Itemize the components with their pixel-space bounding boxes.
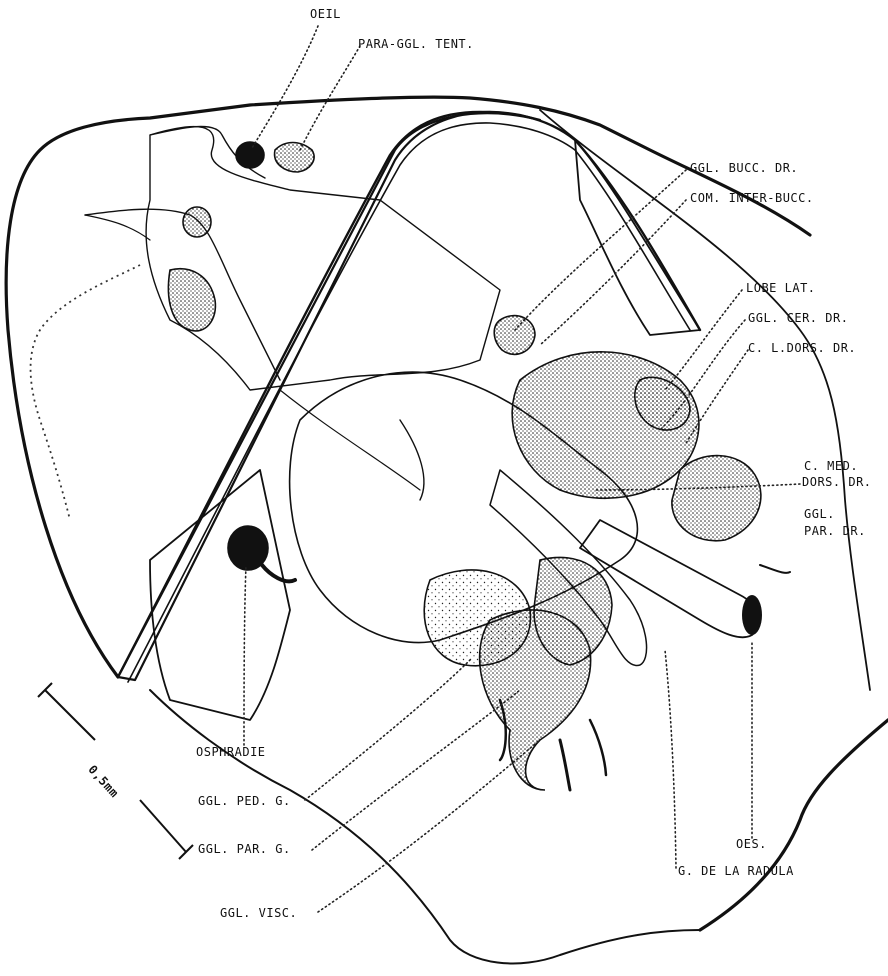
label-g-de-la-radula: G. DE LA RADULA — [678, 865, 794, 878]
tentacle-tip-left — [85, 215, 150, 240]
tentacle-dotted-outline — [31, 265, 140, 520]
label-ggl-par-g: GGL. PAR. G. — [198, 843, 291, 856]
lower-column — [150, 470, 290, 720]
scale-bar-line-bottom — [140, 800, 186, 852]
label-para-ggl-tent: PARA-GGL. TENT. — [358, 38, 474, 51]
label-c-med: C. MED. — [804, 460, 858, 473]
buccal-ganglion — [494, 316, 535, 355]
head-region — [146, 127, 500, 390]
nerve-3 — [560, 740, 570, 790]
para-ganglion-cluster — [275, 143, 314, 173]
label-par-dr: PAR. DR. — [804, 525, 866, 538]
nerve-4 — [590, 720, 606, 775]
body-outline-lower — [700, 720, 888, 930]
scale-bar-line-top — [45, 690, 95, 740]
tentacle-ganglion — [183, 207, 211, 237]
parietal-ganglion-left — [534, 557, 612, 665]
oesophagus-lumen — [742, 595, 762, 635]
label-ggl-cer-dr: GGL. CER. DR. — [748, 312, 848, 325]
label-ggl-ped-g: GGL. PED. G. — [198, 795, 291, 808]
label-oeil: OEIL — [310, 8, 341, 21]
nerve-cluster-left — [168, 269, 215, 331]
label-ggl-bucc-dr: GGL. BUCC. DR. — [690, 162, 798, 175]
parietal-ganglion-right — [672, 456, 761, 541]
label-com-inter-bucc: COM. INTER-BUCC. — [690, 192, 814, 205]
eye — [236, 142, 264, 168]
nerve-6 — [760, 565, 790, 573]
osphradium-nerve — [262, 565, 295, 581]
nerve-1 — [400, 420, 424, 500]
label-ggl: GGL. — [804, 508, 835, 521]
muscle-block-upper — [575, 140, 700, 335]
nerve-2 — [280, 390, 420, 490]
label-oes: OES. — [736, 838, 767, 851]
label-lobe-lat: LOBE LAT. — [746, 282, 816, 295]
label-osphradie: OSPHRADIE — [196, 746, 266, 759]
label-c-l-dors-dr: C. L.DORS. DR. — [748, 342, 856, 355]
body-outline — [6, 97, 810, 677]
foot-outline — [150, 690, 700, 963]
label-ggl-visc: GGL. VISC. — [220, 907, 297, 920]
label-dors-dr: DORS. DR. — [802, 476, 872, 489]
